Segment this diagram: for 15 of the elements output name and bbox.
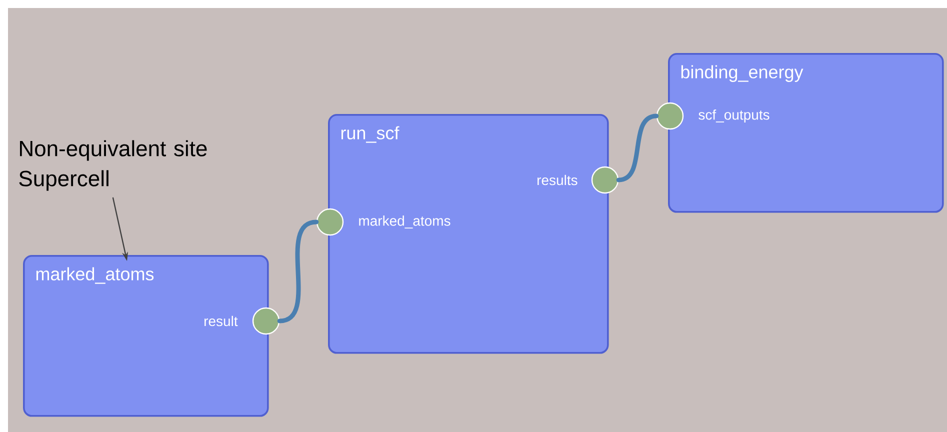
node-box [23, 255, 269, 417]
port-circle [316, 208, 344, 236]
node-title: run_scf [341, 126, 400, 143]
port-circle [591, 166, 619, 194]
port-circle [656, 102, 684, 130]
node-box [668, 53, 944, 213]
port-label: scf_outputs [698, 109, 770, 123]
port-circle [252, 307, 280, 335]
port-label: result [204, 316, 238, 326]
annotation-text: Non-equivalent site Supercell [19, 140, 207, 191]
port-label: results [538, 174, 578, 186]
node-box [328, 114, 609, 354]
port-label: marked_atoms [359, 216, 450, 228]
node-title: binding_energy [681, 65, 804, 82]
node-title: marked_atoms [36, 267, 154, 284]
